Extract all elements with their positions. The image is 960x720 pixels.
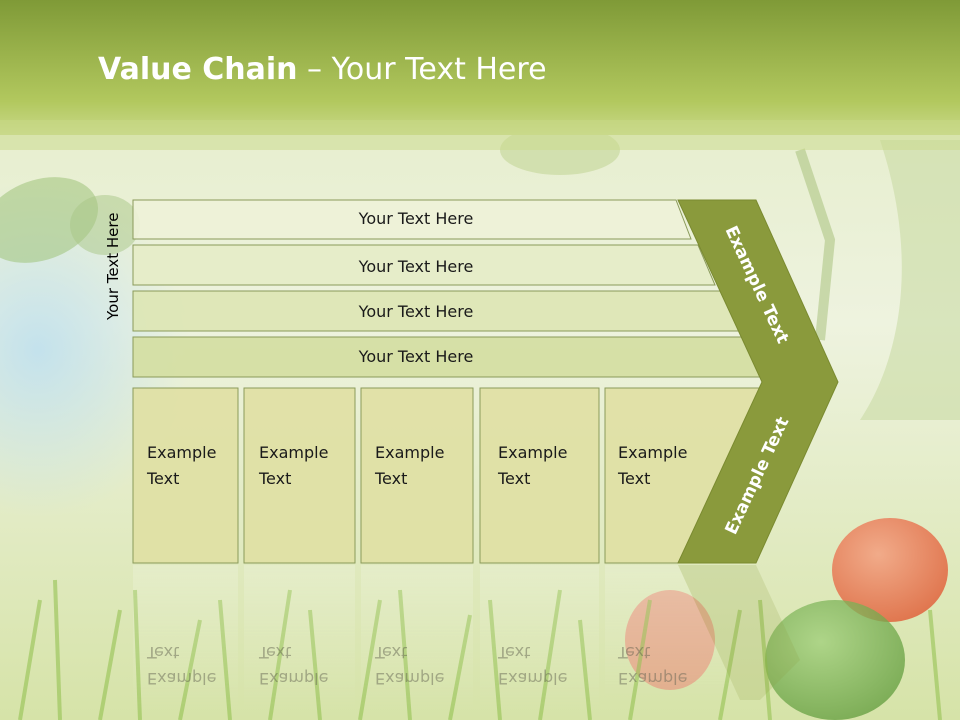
reflection-cell-5-line1: Example [618,669,687,688]
cell-3[interactable]: Example Text [360,387,474,564]
diagram-reflection: Example Text Example Text Example Text E… [133,565,800,715]
reflection-cell-4-line2: Text [497,643,530,662]
cell-5-line1: Example [618,443,687,462]
cell-1-line1: Example [147,443,216,462]
slide-title-bold: Value Chain [98,52,298,87]
cell-2-line1: Example [259,443,328,462]
slide-title-rest: – Your Text Here [297,52,547,87]
reflection-cell-3-line1: Example [375,669,444,688]
reflection-cell-4-line1: Example [498,669,567,688]
row-3[interactable]: Your Text Here [132,290,740,332]
cell-4-line2: Text [497,469,530,488]
cell-1-line2: Text [146,469,179,488]
cell-2[interactable]: Example Text [243,387,356,564]
cell-3-line1: Example [375,443,444,462]
cell-4[interactable]: Example Text [479,387,600,564]
cell-4-line1: Example [498,443,567,462]
reflection-cell-1-line2: Text [146,643,179,662]
cell-2-line2: Text [258,469,291,488]
row-2-text: Your Text Here [358,257,474,276]
row-1[interactable]: Your Text Here [132,199,692,240]
cell-3-line2: Text [374,469,407,488]
reflection-cell-5-line2: Text [617,643,650,662]
row-4-text: Your Text Here [358,347,474,366]
chevron-arrow[interactable]: Example Text Example Text [677,199,839,564]
row-4[interactable]: Your Text Here [132,336,764,378]
reflection-cell-3-line2: Text [374,643,407,662]
slide-title: Value Chain – Your Text Here [98,52,547,87]
cell-5-line2: Text [617,469,650,488]
reflection-cell-2-line1: Example [259,669,328,688]
cell-1[interactable]: Example Text [132,387,239,564]
row-1-text: Your Text Here [358,209,474,228]
reflection-cell-2-line2: Text [258,643,291,662]
reflection-cell-1-line1: Example [147,669,216,688]
row-2[interactable]: Your Text Here [132,244,716,286]
row-3-text: Your Text Here [358,302,474,321]
